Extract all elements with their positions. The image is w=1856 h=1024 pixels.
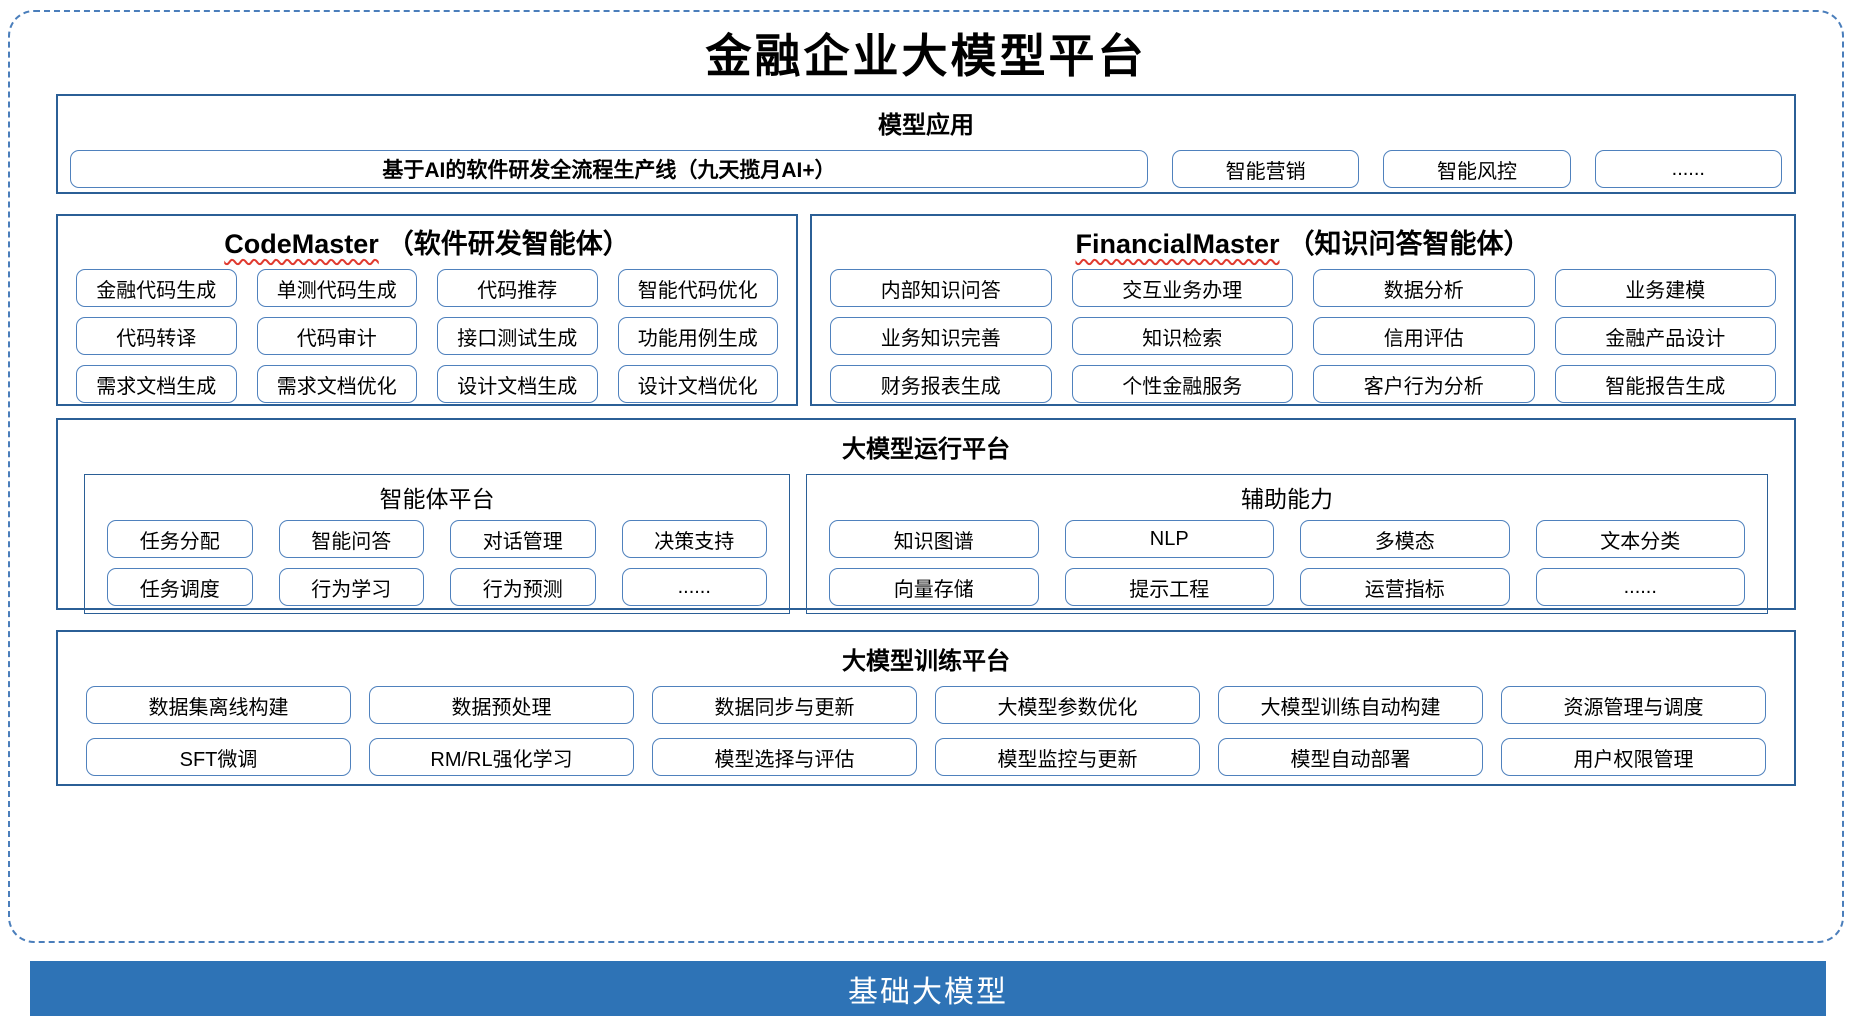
agents-row: CodeMaster（软件研发智能体） 金融代码生成单测代码生成代码推荐智能代码… [56,214,1796,407]
node-ai-pipeline: 基于AI的软件研发全流程生产线（九天揽月AI+） [70,150,1148,189]
financialmaster-node: 业务知识完善 [830,317,1052,356]
agent-platform-header: 智能体平台 [379,486,495,513]
model-application-node: 智能营销 [1172,150,1360,189]
training-node: 模型自动部署 [1218,738,1483,777]
section-runtime-platform: 大模型运行平台 智能体平台 任务分配智能问答对话管理决策支持任务调度行为学习行为… [56,418,1796,615]
training-node: 数据集离线构建 [86,686,351,725]
codemaster-node: 设计文档优化 [617,365,778,404]
section-agent-platform: 智能体平台 任务分配智能问答对话管理决策支持任务调度行为学习行为预测...... [84,474,790,615]
aux-ability-node: 知识图谱 [829,520,1039,559]
training-node: 资源管理与调度 [1501,686,1766,725]
codemaster-node: 需求文档生成 [76,365,237,404]
financialmaster-node: 知识检索 [1071,317,1293,356]
training-platform-header: 大模型训练平台 [842,648,1010,676]
aux-ability-grid: 知识图谱 NLP 多模态文本分类向量存储提示工程运营指标...... [807,520,1767,607]
agent-platform-node: 任务分配 [107,520,253,559]
codemaster-header-zh: （软件研发智能体） [386,229,630,260]
model-application-node: 智能风控 [1383,150,1571,189]
section-codemaster: CodeMaster（软件研发智能体） 金融代码生成单测代码生成代码推荐智能代码… [56,214,798,407]
agent-platform-grid: 任务分配智能问答对话管理决策支持任务调度行为学习行为预测...... [85,520,789,607]
training-node: 模型选择与评估 [652,738,917,777]
financialmaster-header-en: FinancialMaster [1075,229,1280,260]
codemaster-node: 接口测试生成 [437,317,598,356]
financialmaster-node: 内部知识问答 [830,269,1052,308]
financialmaster-node: 交互业务办理 [1071,269,1293,308]
agent-platform-node: 智能问答 [278,520,424,559]
section-training-platform: 大模型训练平台 数据集离线构建数据预处理数据同步与更新大模型参数优化大模型训练自… [56,630,1796,787]
codemaster-node: 代码推荐 [437,269,598,308]
codemaster-grid: 金融代码生成单测代码生成代码推荐智能代码优化代码转译代码审计接口测试生成功能用例… [58,269,796,404]
codemaster-node: 金融代码生成 [76,269,237,308]
financialmaster-node: 智能报告生成 [1554,365,1776,404]
aux-ability-node: NLP [1064,520,1274,559]
financialmaster-header: FinancialMaster（知识问答智能体） [812,216,1794,269]
runtime-platform-header: 大模型运行平台 [842,436,1010,464]
financialmaster-node: 财务报表生成 [830,365,1052,404]
aux-ability-node: 文本分类 [1535,520,1745,559]
platform-dashed-frame: 金融企业大模型平台 模型应用 基于AI的软件研发全流程生产线（九天揽月AI+） … [8,10,1844,943]
aux-ability-node: 提示工程 [1064,568,1274,607]
training-node: SFT微调 [86,738,351,777]
codemaster-node: 智能代码优化 [617,269,778,308]
agent-platform-node: 行为学习 [278,568,424,607]
aux-ability-node: 运营指标 [1300,568,1510,607]
runtime-inner-row: 智能体平台 任务分配智能问答对话管理决策支持任务调度行为学习行为预测......… [84,474,1768,615]
training-node: RM/RL强化学习 [369,738,634,777]
aux-ability-node: ...... [1535,568,1745,607]
codemaster-header: CodeMaster（软件研发智能体） [58,216,796,269]
financialmaster-node: 金融产品设计 [1554,317,1776,356]
aux-ability-header: 辅助能力 [1241,486,1333,513]
agent-platform-node: 决策支持 [621,520,767,559]
model-applications-header: 模型应用 [878,112,974,140]
agent-platform-node: 行为预测 [450,568,596,607]
codemaster-node: 功能用例生成 [617,317,778,356]
model-application-node: ...... [1594,150,1782,189]
agent-platform-node: 对话管理 [450,520,596,559]
base-model-bar: 基础大模型 [30,961,1826,1016]
section-financialmaster: FinancialMaster（知识问答智能体） 内部知识问答交互业务办理数据分… [810,214,1796,407]
financialmaster-header-zh: （知识问答智能体） [1287,229,1531,260]
training-node: 数据预处理 [369,686,634,725]
training-grid: 数据集离线构建数据预处理数据同步与更新大模型参数优化大模型训练自动构建资源管理与… [58,684,1794,777]
financialmaster-grid: 内部知识问答交互业务办理数据分析业务建模业务知识完善知识检索信用评估金融产品设计… [812,269,1794,404]
financialmaster-node: 数据分析 [1313,269,1535,308]
training-node: 大模型训练自动构建 [1218,686,1483,725]
financialmaster-node: 业务建模 [1554,269,1776,308]
financialmaster-node: 个性金融服务 [1071,365,1293,404]
agent-platform-node: ...... [621,568,767,607]
aux-ability-node: 多模态 [1300,520,1510,559]
codemaster-node: 代码审计 [256,317,417,356]
training-node: 模型监控与更新 [935,738,1200,777]
codemaster-node: 代码转译 [76,317,237,356]
model-applications-row: 基于AI的软件研发全流程生产线（九天揽月AI+） 智能营销智能风控...... [58,148,1794,189]
financialmaster-node: 客户行为分析 [1313,365,1535,404]
aux-ability-node: 向量存储 [829,568,1039,607]
model-applications-list: 智能营销智能风控...... [1172,150,1782,189]
codemaster-node: 单测代码生成 [256,269,417,308]
financialmaster-node: 信用评估 [1313,317,1535,356]
section-aux-ability: 辅助能力 知识图谱 NLP 多模态文本分类向量存储提示工程运营指标...... [806,474,1768,615]
training-node: 大模型参数优化 [935,686,1200,725]
training-node: 用户权限管理 [1501,738,1766,777]
section-model-applications: 模型应用 基于AI的软件研发全流程生产线（九天揽月AI+） 智能营销智能风控..… [56,94,1796,195]
base-model-label: 基础大模型 [848,975,1008,1009]
codemaster-node: 需求文档优化 [256,365,417,404]
codemaster-node: 设计文档生成 [437,365,598,404]
page-title: 金融企业大模型平台 [705,29,1147,83]
codemaster-header-en: CodeMaster [224,229,379,260]
agent-platform-node: 任务调度 [107,568,253,607]
training-node: 数据同步与更新 [652,686,917,725]
